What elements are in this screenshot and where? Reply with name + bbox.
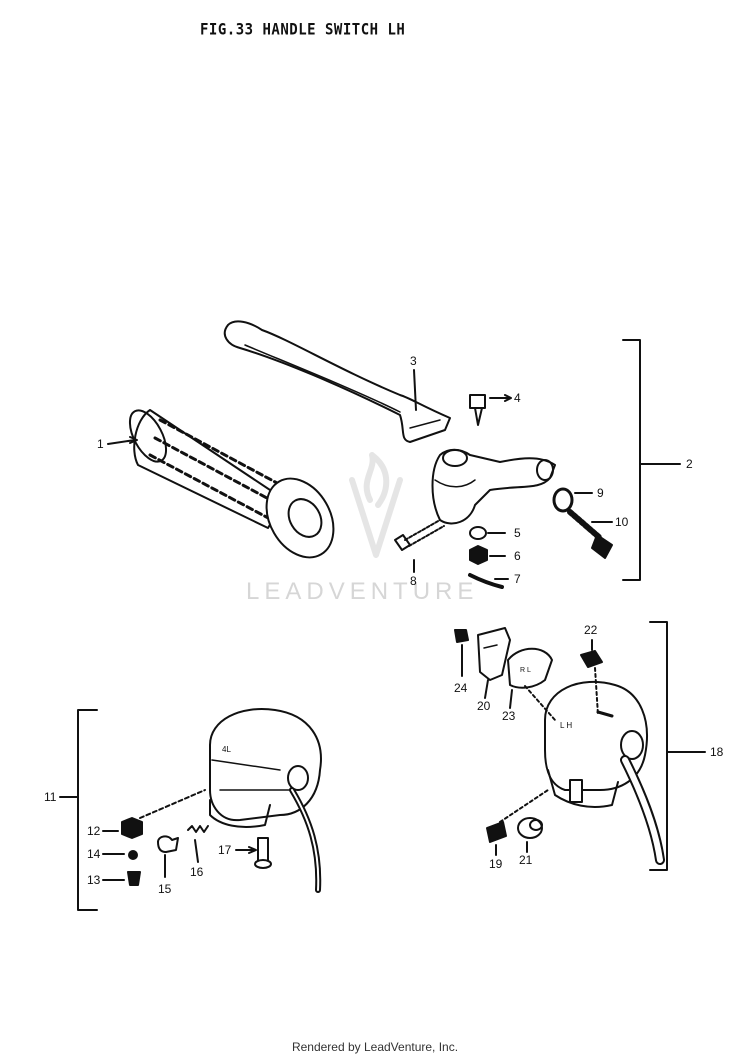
housing-screw-part[interactable]: [254, 837, 272, 869]
rubber-cap-part[interactable]: [580, 650, 603, 668]
callout-14: 14: [87, 847, 101, 861]
callout-labels: 1 2 3 4 5 6 7 8 9 10 11 12 13 14 15 16 1…: [44, 354, 724, 896]
callout-16: 16: [190, 865, 204, 879]
bracket-assembly-11: [59, 709, 98, 911]
svg-text:4L: 4L: [222, 745, 231, 754]
callout-8: 8: [410, 574, 417, 588]
callout-5: 5: [514, 526, 521, 540]
footer-credit: Rendered by LeadVenture, Inc.: [291, 1040, 459, 1054]
callout-15: 15: [158, 882, 172, 896]
pivot-bolt-part[interactable]: [469, 394, 486, 426]
callout-17: 17: [218, 843, 232, 857]
svg-text:R L: R L: [520, 667, 531, 674]
bracket-assembly-18: [649, 621, 706, 871]
callout-18: 18: [710, 745, 724, 759]
contact-part[interactable]: [157, 835, 179, 853]
callout-10: 10: [615, 515, 629, 529]
callout-6: 6: [514, 549, 521, 563]
callout-13: 13: [87, 873, 101, 887]
watermark-text: LEADVENTURE: [246, 578, 479, 605]
screw-part-24[interactable]: [454, 629, 469, 643]
callout-21: 21: [519, 853, 533, 867]
adjuster-bolt-part[interactable]: [567, 509, 613, 559]
callout-7: 7: [514, 572, 521, 586]
small-screw-part[interactable]: [127, 871, 141, 886]
holder-bolt-part[interactable]: [394, 519, 445, 551]
button-cap-part[interactable]: [486, 821, 507, 843]
spring-part[interactable]: [187, 825, 209, 833]
washer-part[interactable]: [469, 526, 487, 540]
spacer-part[interactable]: [552, 487, 574, 513]
callout-1: 1: [97, 437, 104, 451]
lever-holder-part[interactable]: [431, 448, 556, 525]
switch-housing-left[interactable]: 4L: [209, 708, 322, 893]
nut-part[interactable]: [469, 545, 488, 565]
callout-9: 9: [597, 486, 604, 500]
clutch-lever-part[interactable]: [223, 320, 451, 443]
callout-24: 24: [454, 681, 468, 695]
watermark-logo: [349, 452, 403, 558]
callout-19: 19: [489, 857, 503, 871]
figure-title: FIG.33 HANDLE SWITCH LH: [200, 20, 406, 40]
callout-11: 11: [44, 790, 57, 804]
grip-part[interactable]: [122, 405, 346, 570]
callout-4: 4: [514, 391, 521, 405]
switch-plate-part[interactable]: [477, 627, 511, 681]
callout-2: 2: [686, 457, 693, 471]
switch-knob-part[interactable]: [121, 817, 143, 839]
button-part-21[interactable]: [517, 817, 543, 839]
clip-part[interactable]: [468, 573, 504, 589]
callout-12: 12: [87, 824, 101, 838]
switch-contact-plate-part[interactable]: R L: [507, 647, 553, 689]
callout-20: 20: [477, 699, 491, 713]
small-washer-part[interactable]: [128, 850, 138, 860]
callout-22: 22: [584, 623, 598, 637]
switch-housing-right[interactable]: L H: [544, 680, 665, 865]
bracket-assembly-2: [622, 339, 681, 581]
svg-text:L H: L H: [560, 721, 572, 730]
callout-3: 3: [410, 354, 417, 368]
callout-23: 23: [502, 709, 516, 723]
